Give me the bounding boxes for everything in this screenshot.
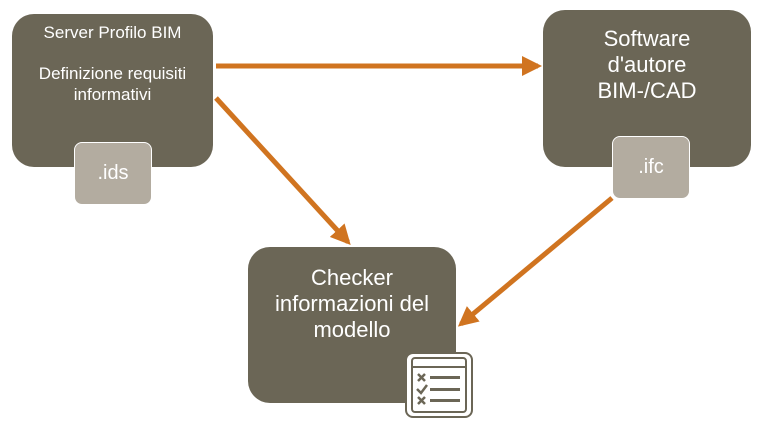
node-software-line3: BIM-/CAD [597, 78, 697, 103]
node-software-line2: d'autore [607, 52, 687, 77]
node-checker-informazioni: Checker informazioni del modello [248, 247, 456, 403]
node-software-line1: Software [603, 26, 691, 51]
node-server-title: Server Profilo BIM [43, 23, 182, 42]
checklist-icon [405, 352, 473, 418]
file-tag-ifc: .ifc [612, 136, 690, 199]
arrow-software-to-checker [457, 196, 614, 327]
arrow-server-to-checker [214, 96, 351, 245]
node-server-desc-line2: informativi [73, 85, 152, 104]
file-tag-ids: .ids [74, 142, 152, 205]
node-checker-line3: modello [313, 317, 391, 342]
node-server-desc-line1: Definizione requisiti [38, 64, 187, 83]
node-server-profilo-bim: Server Profilo BIM Definizione requisiti… [12, 14, 213, 167]
node-checker-line2: informazioni del [274, 291, 430, 316]
node-checker-line1: Checker [311, 265, 393, 290]
